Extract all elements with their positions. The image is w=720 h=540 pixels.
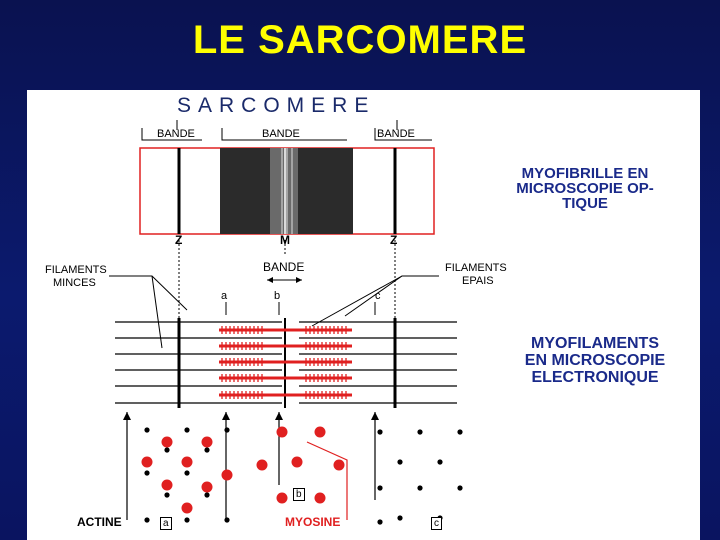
myosin-heads xyxy=(221,326,347,399)
filaments-minces-label-1: FILAMENTS xyxy=(45,264,107,276)
actin-dot xyxy=(184,470,190,476)
cross-section-box-b: b xyxy=(293,488,305,501)
myosin-dot xyxy=(181,456,193,468)
actin-dot xyxy=(224,427,230,433)
actin-dot xyxy=(184,427,190,433)
section-letter-b: b xyxy=(274,290,281,302)
filaments-minces-leader xyxy=(109,275,188,311)
actin-dot xyxy=(417,429,423,435)
actin-dot xyxy=(457,429,463,435)
actin-dot xyxy=(397,515,403,521)
cross-section-box-c: c xyxy=(431,517,442,530)
myosin-dot xyxy=(201,436,213,448)
myosine-label: MYOSINE xyxy=(285,515,341,529)
actin-dot xyxy=(377,519,383,525)
myosin-dot xyxy=(256,459,268,471)
myofibrille-caption-line-3: TIQUE xyxy=(562,195,608,212)
myosine-leader xyxy=(306,441,348,520)
myosin-dot xyxy=(333,459,345,471)
actin-dot xyxy=(437,459,443,465)
actin-dot xyxy=(397,459,403,465)
filaments-epais-label-2: EPAIS xyxy=(462,275,494,287)
myofilaments-caption: MYOFILAMENTS EN MICROSCOPIE ELECTRONIQUE xyxy=(505,335,685,386)
cross-section-arrowheads xyxy=(123,412,379,420)
myosin-dot xyxy=(221,469,233,481)
section-letter-c: c xyxy=(375,290,381,302)
actin-dot xyxy=(204,492,210,498)
h-zone xyxy=(270,148,298,234)
actin-dot xyxy=(144,470,150,476)
filaments-minces-leader xyxy=(151,275,163,349)
actin-dot xyxy=(144,517,150,523)
myosin-dot xyxy=(161,479,173,491)
myofibrille-caption: MYOFIBRILLE EN MICROSCOPIE OP- TIQUE xyxy=(495,166,675,211)
filaments-minces-label-2: MINCES xyxy=(53,277,96,289)
filaments-epais-leader xyxy=(311,275,403,327)
band-label-center: BANDE xyxy=(262,128,300,140)
actin-dot xyxy=(184,517,190,523)
myosin-dot xyxy=(276,492,288,504)
actin-dot xyxy=(457,485,463,491)
z-label-left: Z xyxy=(175,233,183,247)
myosin-dot xyxy=(291,456,303,468)
m-label: M xyxy=(280,233,290,247)
myosin-dot xyxy=(141,456,153,468)
myofibrille-caption-line-2: MICROSCOPIE OP- xyxy=(516,180,654,197)
filaments-epais-label-1: FILAMENTS xyxy=(445,262,507,274)
actin-dot xyxy=(377,485,383,491)
actin-dot xyxy=(377,429,383,435)
myofibrille-caption-line-1: MYOFIBRILLE EN xyxy=(521,165,649,182)
h-band-label: BANDE xyxy=(263,260,305,274)
band-brackets xyxy=(141,128,432,141)
actin-dot xyxy=(224,517,230,523)
slide-title: LE SARCOMERE xyxy=(192,18,528,62)
actin-dot xyxy=(144,427,150,433)
myosin-dot xyxy=(161,436,173,448)
z-label-right: Z xyxy=(390,233,398,247)
cross-section-dots xyxy=(141,426,463,525)
cross-section-box-a: a xyxy=(160,517,172,530)
actin-dot xyxy=(204,447,210,453)
myosin-dot xyxy=(276,426,288,438)
diagram-panel: SARCOMERE BANDE BANDE BANDE Z M Z BANDE … xyxy=(27,90,700,540)
myofilaments-caption-line-3: ELECTRONIQUE xyxy=(531,369,659,386)
sarcomere-heading: SARCOMERE xyxy=(177,94,376,117)
actin-dot xyxy=(164,447,170,453)
myosin-dot xyxy=(314,426,326,438)
section-letter-a: a xyxy=(221,290,228,302)
section-markers xyxy=(225,302,376,315)
actine-label: ACTINE xyxy=(77,515,122,529)
actin-dot xyxy=(164,492,170,498)
myofilaments-caption-line-2: EN MICROSCOPIE xyxy=(524,352,666,369)
myosin-dot xyxy=(181,502,193,514)
sarcomere-diagram xyxy=(109,120,463,525)
myosin-dot xyxy=(314,492,326,504)
band-label-left: BANDE xyxy=(157,128,195,140)
heading-bracket xyxy=(176,120,398,130)
actin-dot xyxy=(417,485,423,491)
band-label-right: BANDE xyxy=(377,128,415,140)
thin-filaments xyxy=(115,321,457,404)
myofilaments-caption-line-1: MYOFILAMENTS xyxy=(531,335,659,352)
myosin-dot xyxy=(201,481,213,493)
